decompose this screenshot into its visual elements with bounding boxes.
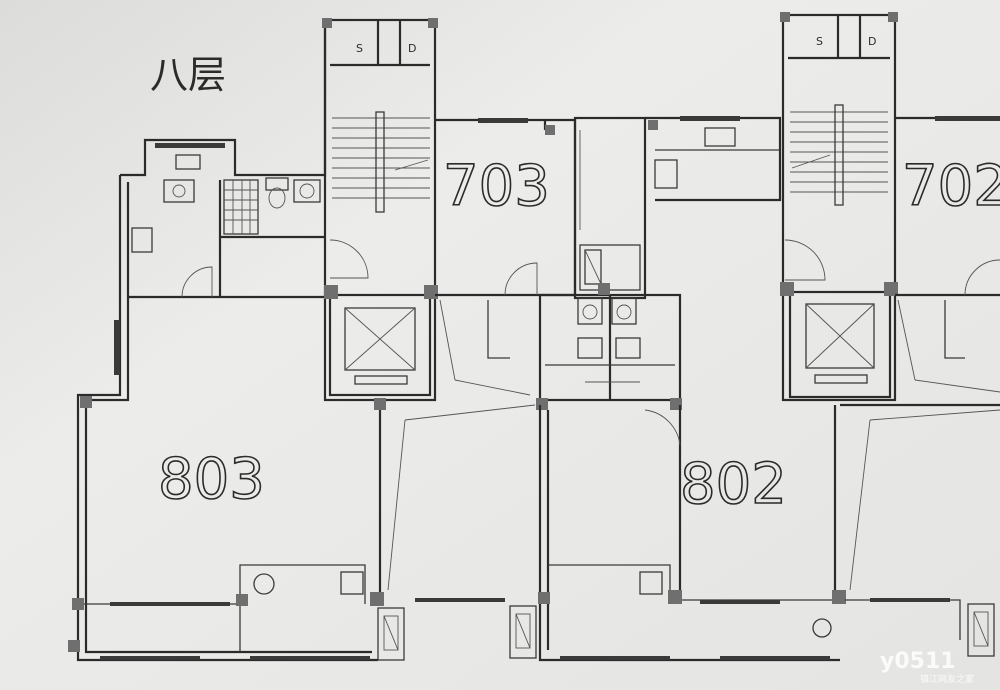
unit-802-label: 802 (680, 452, 787, 517)
stair-tag-s-right: S (816, 35, 823, 48)
unit-803-label: 803 (158, 447, 265, 512)
unit-702-walls (840, 116, 1000, 657)
right-kitchen (645, 116, 782, 202)
stair-tag-s-left: S (356, 42, 363, 55)
central-bathrooms (536, 116, 682, 410)
unit-703-label: 703 (443, 154, 550, 219)
unit-802-walls (377, 404, 846, 662)
stair-tag-d-left: D (408, 42, 416, 55)
stair-tag-d-right: D (868, 35, 876, 48)
right-core (780, 12, 898, 402)
watermark-brand: y0511 (880, 649, 956, 674)
watermark-sub: 镇江网友之家 (920, 673, 974, 685)
unit-702-label: 702 (902, 154, 1000, 219)
floor-label: 八层 (150, 53, 226, 97)
left-core (68, 18, 438, 652)
watermark: y0511 镇江网友之家 (880, 649, 974, 685)
